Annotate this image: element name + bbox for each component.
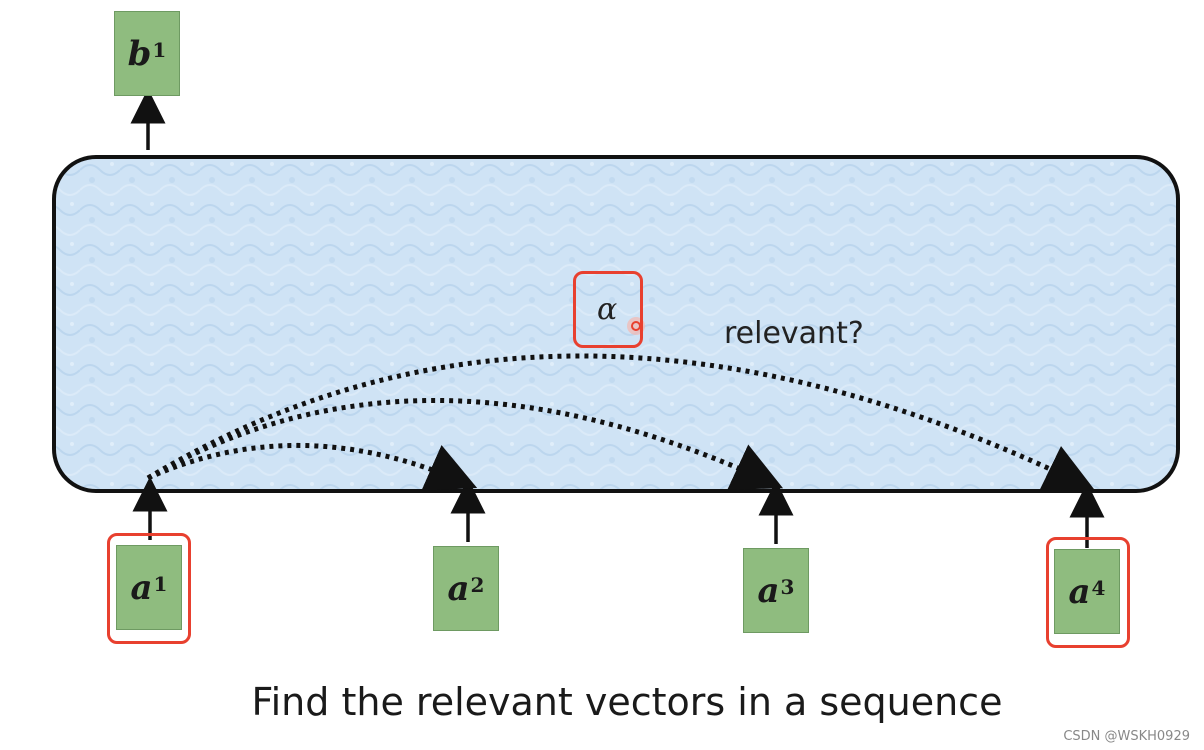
input-vector-sup: 1 — [153, 571, 168, 596]
input-vector-base: a — [447, 568, 470, 609]
highlight-alpha — [573, 271, 643, 348]
alpha-label: α — [597, 292, 618, 327]
input-vector-base: a — [1068, 571, 1091, 612]
relevant-label: relevant? — [724, 316, 864, 351]
input-vector-sup: 3 — [780, 574, 795, 599]
input-vector-base: a — [757, 570, 780, 611]
output-vector-sup: 1 — [152, 37, 167, 62]
input-vector-sup: 4 — [1091, 575, 1106, 600]
relevance-arc-a1-a3 — [146, 397, 784, 490]
output-vector-base: b — [127, 33, 152, 74]
relevance-arc-a1-a4 — [146, 353, 1095, 491]
input-vector-sup: 2 — [470, 572, 485, 597]
highlight-a1 — [107, 533, 191, 644]
watermark: CSDN @WSKH0929 — [1063, 729, 1190, 744]
input-vector-base: a — [130, 567, 153, 608]
caption: Find the relevant vectors in a sequence — [251, 680, 1003, 724]
highlight-a4 — [1046, 537, 1130, 648]
